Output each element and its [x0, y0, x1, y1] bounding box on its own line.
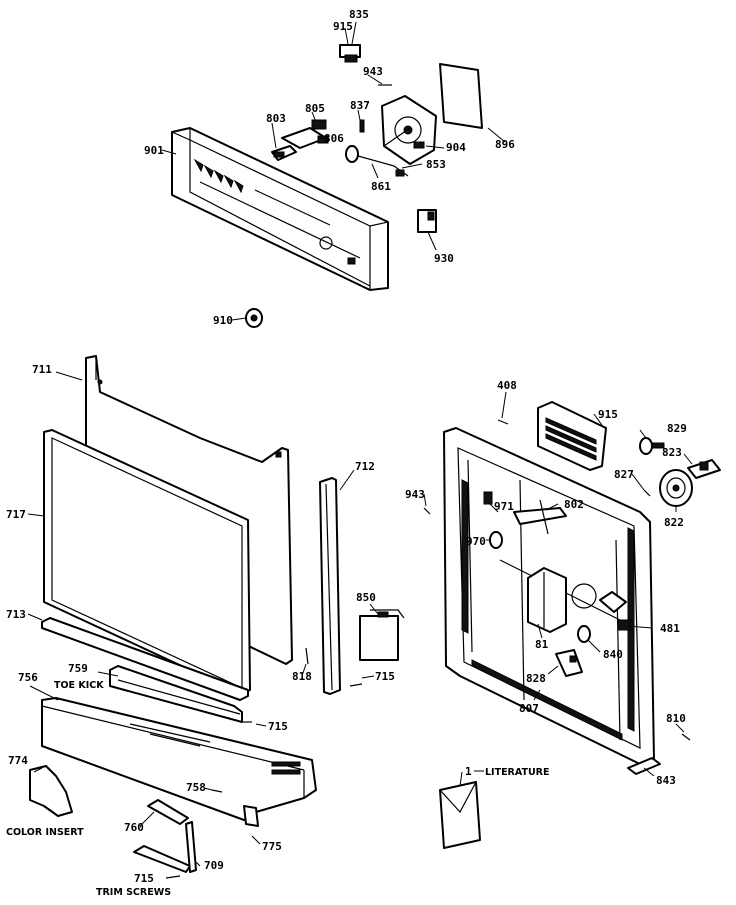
label-822: 822 [664, 516, 684, 529]
label-840: 840 [603, 648, 623, 661]
label-835: 835 [349, 8, 369, 21]
label-713: 713 [6, 608, 26, 621]
caption-color-insert: COLOR INSERT [6, 827, 84, 838]
label-715-channel: 715 [375, 670, 395, 683]
label-715-trim: 715 [134, 872, 154, 885]
label-901: 901 [144, 144, 164, 157]
label-943-door: 943 [405, 488, 425, 501]
label-837: 837 [350, 99, 370, 112]
label-803: 803 [266, 112, 286, 125]
vent-grille [537, 401, 607, 471]
label-827: 827 [614, 468, 634, 481]
label-915-vent: 915 [598, 408, 618, 421]
plug [489, 531, 503, 549]
screw [497, 419, 509, 425]
pushbutton [271, 145, 297, 161]
inner-door-assembly [423, 391, 721, 849]
detergent-lever [513, 499, 567, 535]
label-807: 807 [519, 702, 539, 715]
label-971: 971 [494, 500, 514, 513]
label-806: 806 [324, 132, 344, 145]
label-861: 861 [371, 180, 391, 193]
spring [305, 647, 309, 665]
spring [577, 625, 591, 643]
label-481: 481 [660, 622, 680, 635]
label-805: 805 [305, 102, 325, 115]
label-408: 408 [497, 379, 517, 392]
caption-toe-kick: TOE KICK [54, 680, 104, 691]
label-853: 853 [426, 158, 446, 171]
label-823: 823 [662, 446, 682, 459]
screw [681, 733, 691, 741]
door-panel-assembly [27, 355, 405, 879]
label-1: 1 [465, 765, 472, 778]
toe-kick-panel [41, 697, 317, 827]
part-labels: 835 915 943 896 805 803 837 806 904 901 … [6, 8, 687, 898]
label-717: 717 [6, 508, 26, 521]
label-943-panel: 943 [363, 65, 383, 78]
label-711: 711 [32, 363, 52, 376]
color-insert [29, 765, 73, 817]
cover-sheet [439, 63, 483, 129]
label-828: 828 [526, 672, 546, 685]
label-896: 896 [495, 138, 515, 151]
screw [211, 789, 223, 793]
label-759: 759 [68, 662, 88, 675]
label-850: 850 [356, 591, 376, 604]
caption-trim-screws: TRIM SCREWS [96, 887, 171, 898]
screw [423, 507, 431, 515]
screw [643, 489, 651, 497]
detergent-dispenser [527, 567, 597, 633]
screw [349, 683, 363, 687]
control-panel-assembly [161, 21, 506, 328]
bolt [639, 437, 665, 455]
label-843: 843 [656, 774, 676, 787]
label-760: 760 [124, 821, 144, 834]
knob-shaft [345, 145, 409, 177]
trim-bracket [133, 799, 197, 873]
label-758: 758 [186, 781, 206, 794]
connector [417, 209, 437, 233]
label-81: 81 [535, 638, 549, 651]
side-channel [319, 477, 341, 695]
actuator-lever [555, 649, 583, 677]
rinse-cap-disc [659, 469, 693, 507]
label-910: 910 [213, 314, 233, 327]
bracket [339, 44, 361, 63]
label-774: 774 [8, 754, 28, 767]
screw [165, 875, 181, 879]
label-904: 904 [446, 141, 466, 154]
label-709: 709 [204, 859, 224, 872]
gasket-strip [627, 757, 661, 775]
label-715-kick: 715 [268, 720, 288, 733]
trim-strip [41, 617, 249, 701]
switch [281, 119, 329, 149]
latch [599, 591, 631, 631]
label-970: 970 [466, 535, 486, 548]
literature-envelope [439, 781, 481, 849]
label-829: 829 [667, 422, 687, 435]
control-panel [171, 127, 389, 291]
pin [483, 491, 493, 505]
label-818: 818 [292, 670, 312, 683]
clip [687, 459, 721, 479]
label-756: 756 [18, 671, 38, 684]
pin [359, 119, 365, 133]
label-712: 712 [355, 460, 375, 473]
label-775: 775 [262, 840, 282, 853]
label-915-panel: 915 [333, 20, 353, 33]
latch-bracket [359, 609, 405, 661]
toe-kick-plate [109, 665, 243, 723]
label-802: 802 [564, 498, 584, 511]
label-930: 930 [434, 252, 454, 265]
timer [381, 95, 437, 165]
label-810: 810 [666, 712, 686, 725]
caption-literature: LITERATURE [485, 767, 550, 778]
knob [245, 308, 263, 328]
